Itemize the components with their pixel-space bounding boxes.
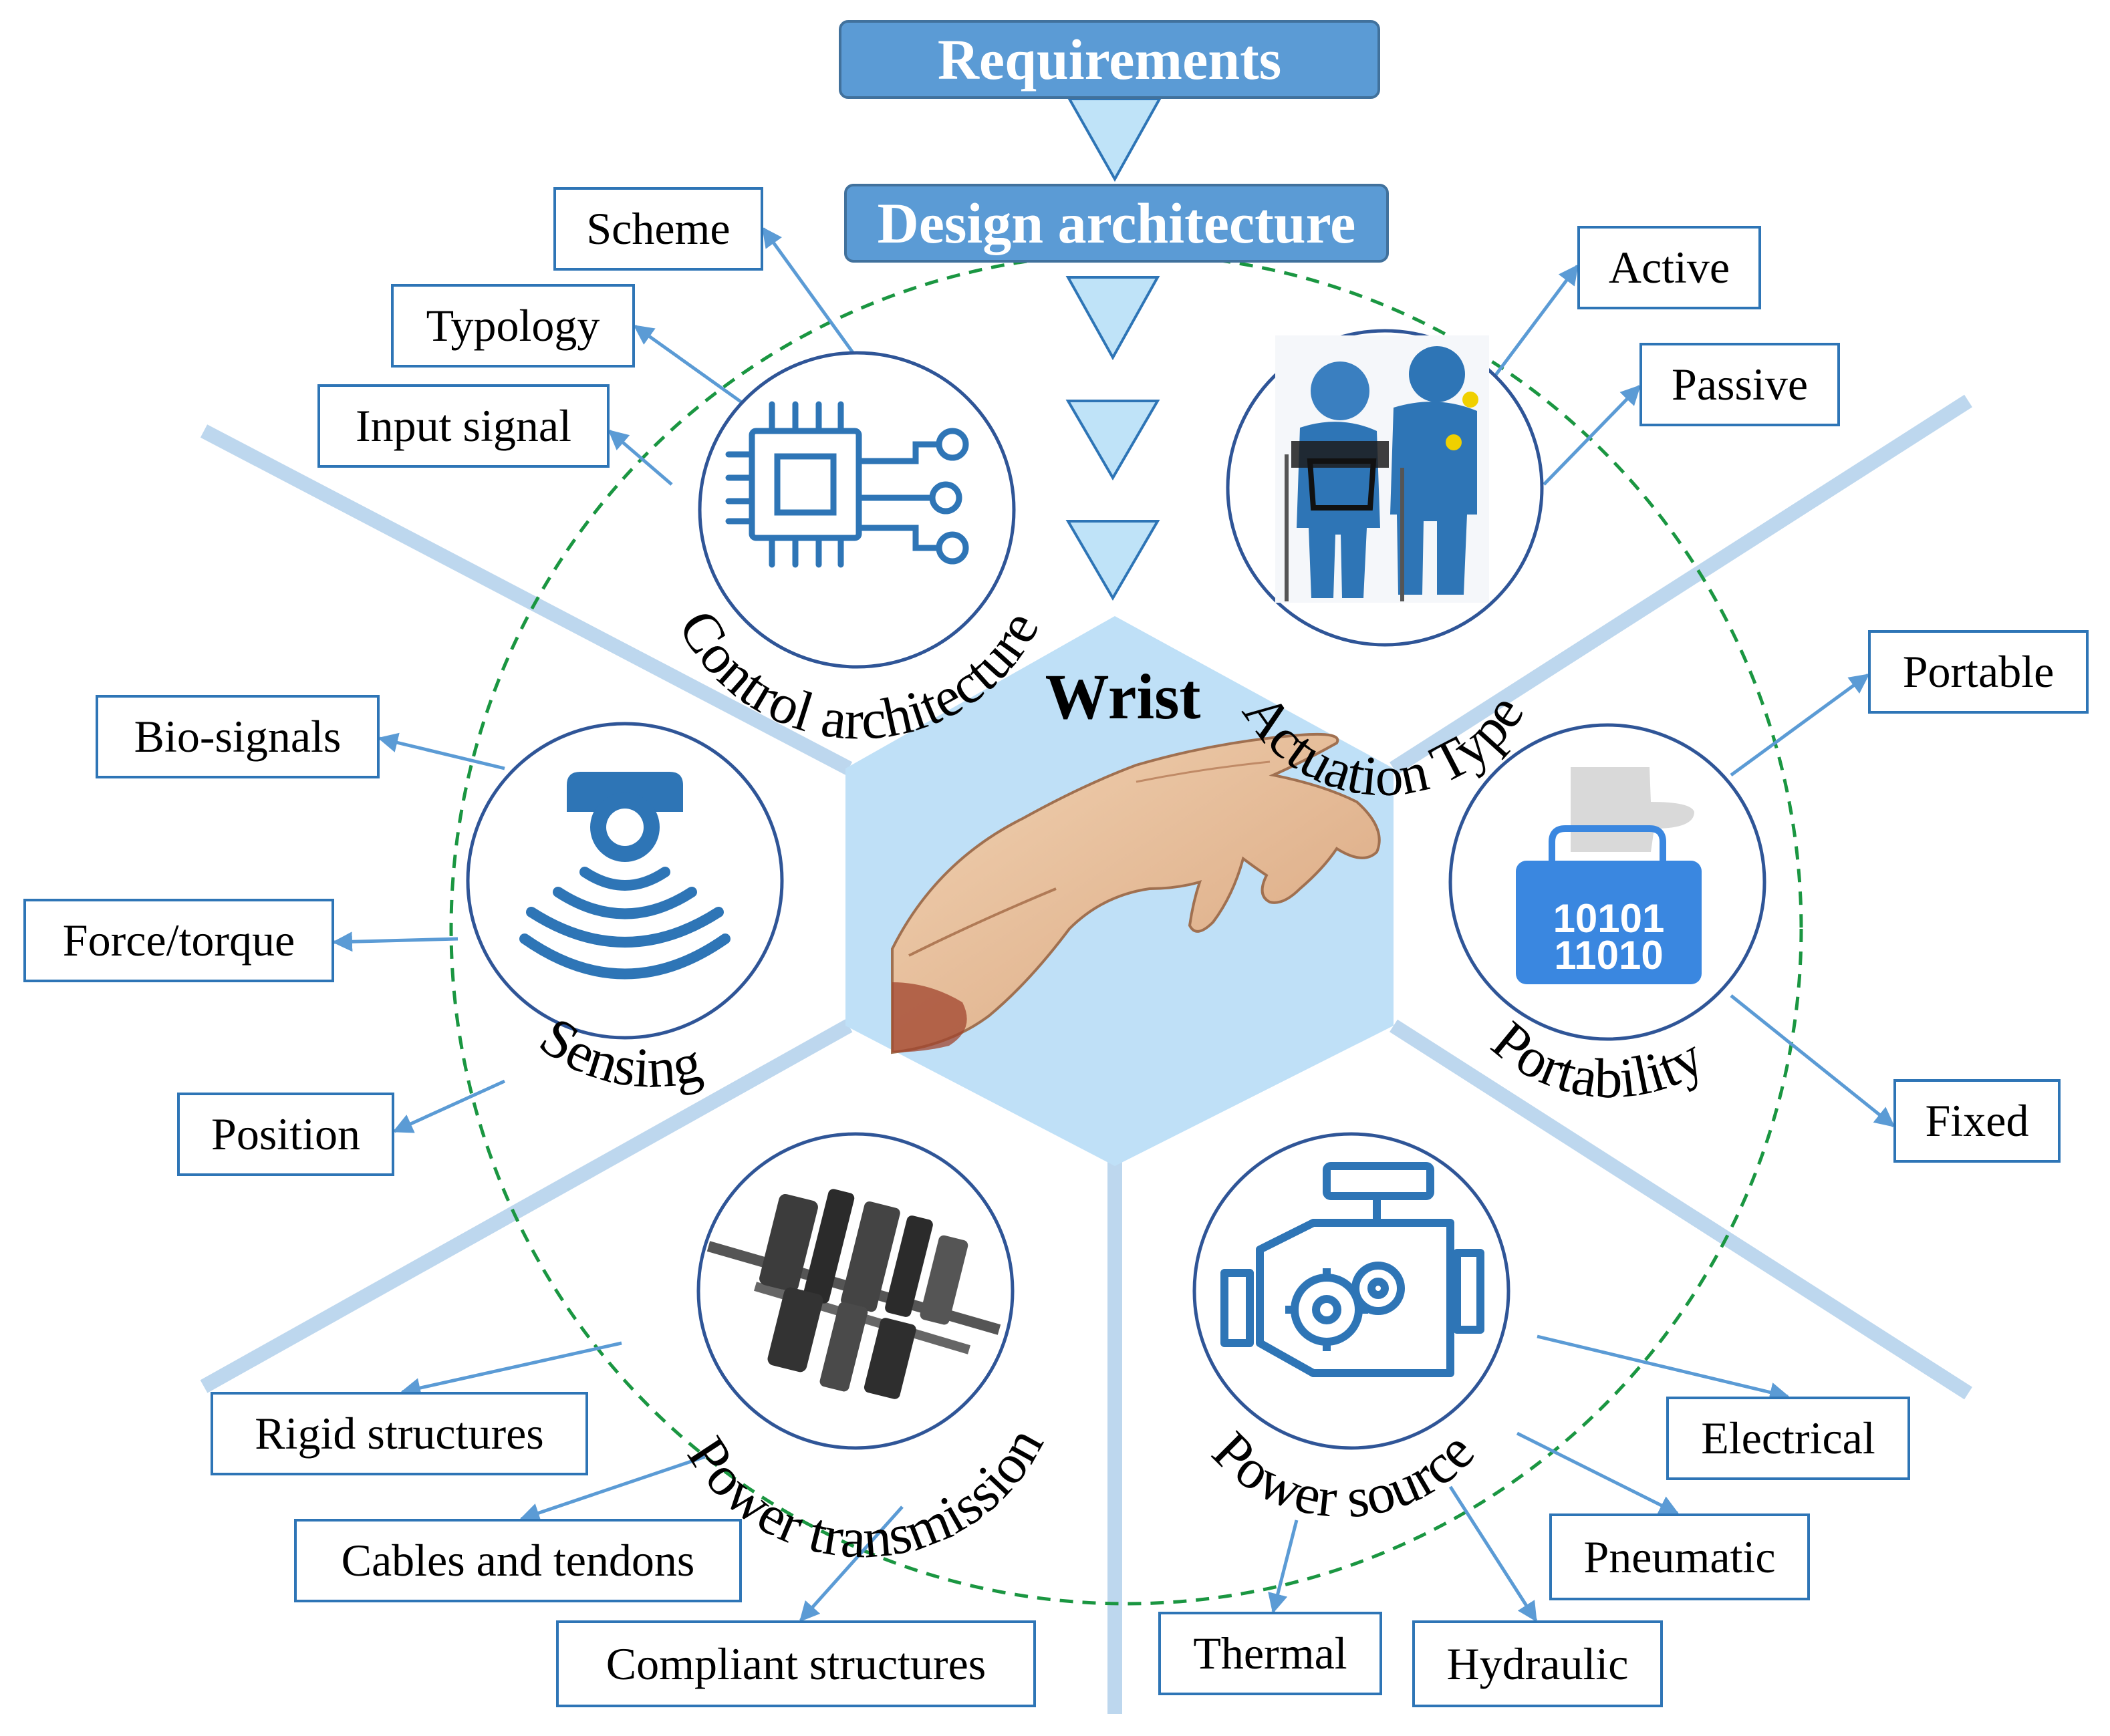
flow-triangles bbox=[1065, 98, 1162, 601]
label-force-torque: Force/torque bbox=[23, 899, 334, 982]
design-architecture-box: Design architecture bbox=[844, 184, 1389, 263]
label-rigid-structures: Rigid structures bbox=[211, 1392, 588, 1475]
wireless-sensor-icon bbox=[519, 772, 731, 980]
divider-lines bbox=[200, 394, 1972, 1714]
svg-text:10101: 10101 bbox=[1553, 896, 1665, 941]
label-fixed: Fixed bbox=[1893, 1079, 2061, 1163]
microchip-icon bbox=[725, 401, 969, 568]
label-thermal: Thermal bbox=[1158, 1612, 1382, 1695]
binary-bag-icon: 10101 11010 bbox=[1516, 767, 1702, 984]
dashed-boundary-circle bbox=[449, 252, 1803, 1606]
gearbox-icon bbox=[706, 1189, 1001, 1399]
label-pneumatic: Pneumatic bbox=[1549, 1513, 1810, 1600]
label-input-signal: Input signal bbox=[317, 384, 610, 468]
label-passive: Passive bbox=[1639, 343, 1840, 426]
label-typology: Typology bbox=[391, 284, 635, 368]
exoskeleton-people-icon bbox=[1275, 335, 1489, 603]
label-bio-signals: Bio-signals bbox=[96, 695, 380, 778]
label-electrical: Electrical bbox=[1666, 1397, 1910, 1480]
label-scheme: Scheme bbox=[553, 187, 763, 271]
label-hydraulic: Hydraulic bbox=[1412, 1620, 1663, 1707]
svg-text:11010: 11010 bbox=[1554, 933, 1664, 978]
center-title: Wrist bbox=[1045, 661, 1201, 732]
label-portable: Portable bbox=[1868, 630, 2089, 714]
connector-arrows bbox=[332, 227, 1895, 1622]
label-active: Active bbox=[1577, 226, 1761, 309]
label-cables-and-tendons: Cables and tendons bbox=[294, 1519, 742, 1602]
hand-arm-illustration bbox=[891, 732, 1381, 1054]
label-position: Position bbox=[177, 1093, 394, 1176]
engine-gears-icon bbox=[1220, 1162, 1484, 1377]
label-compliant-structures: Compliant structures bbox=[556, 1620, 1036, 1707]
requirements-box: Requirements bbox=[839, 20, 1380, 99]
